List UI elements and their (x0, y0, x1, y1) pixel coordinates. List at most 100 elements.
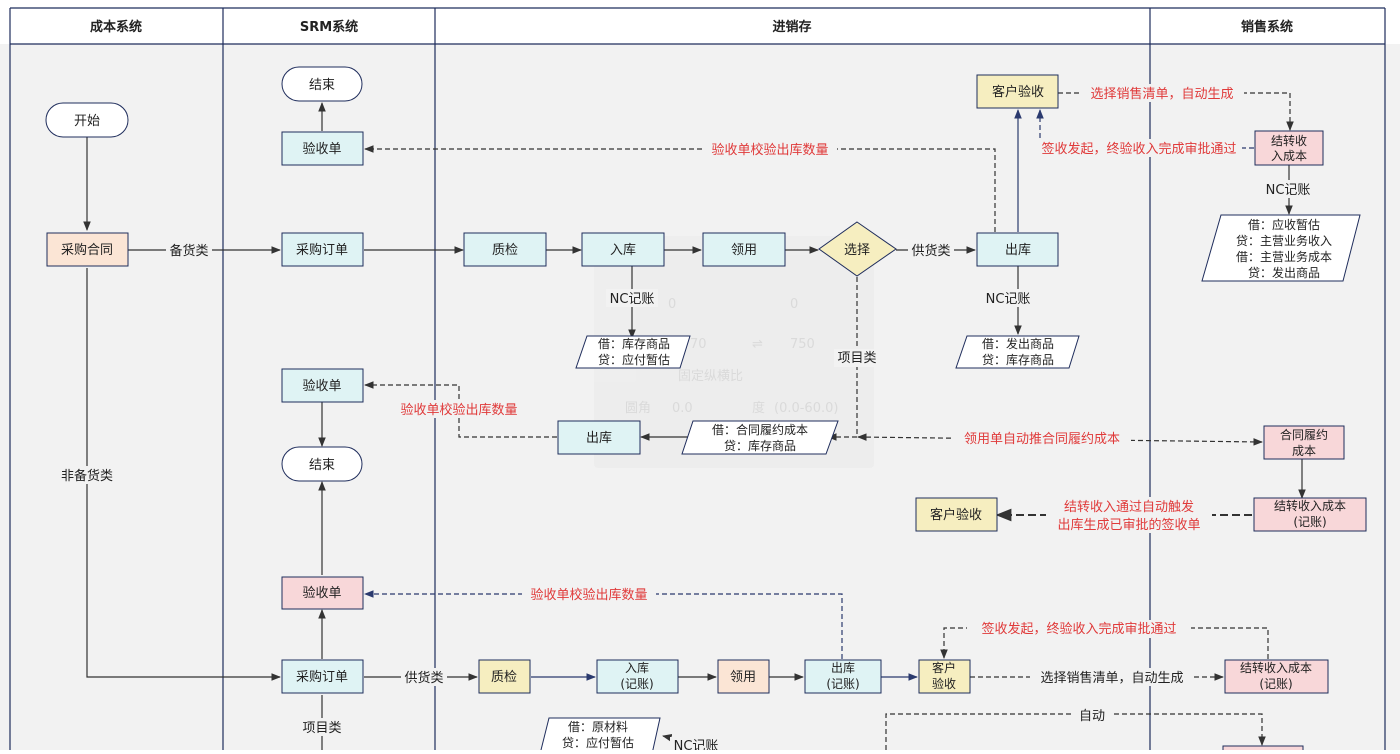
edge-label-auto: 自动 (1079, 709, 1105, 724)
acceptance-node-bottom[interactable] (281, 576, 364, 610)
svg-text:结转收入成本: 结转收入成本 (1240, 660, 1312, 675)
outstock-node-bottom[interactable] (804, 659, 882, 694)
customer-accept-node-mid[interactable] (915, 497, 998, 532)
purchase-contract-node[interactable] (46, 232, 129, 267)
purchase-order-label-bottom: 采购订单 (296, 669, 348, 685)
svg-text:出库: 出库 (831, 660, 855, 675)
customer-accept-node-bottom[interactable] (918, 659, 971, 694)
choose-label: 选择 (844, 243, 870, 258)
edge-label-project-type-top: 项目类 (837, 351, 876, 366)
acceptance-node-mid[interactable] (281, 368, 364, 403)
svg-text:固定纵横比: 固定纵横比 (678, 369, 743, 384)
acceptance-node-top[interactable] (281, 131, 364, 166)
acceptance-label-mid: 验收单 (302, 378, 341, 394)
instock-node-top[interactable] (581, 232, 665, 267)
nc-entry-note-bottom (539, 717, 661, 754)
end-label-top: 结束 (309, 78, 335, 93)
svg-text:度: 度 (752, 400, 765, 416)
svg-text:贷：应付暂估: 贷：应付暂估 (598, 352, 670, 367)
cutoff-node-bottom-right (1222, 745, 1304, 754)
use-label-bottom: 领用 (730, 670, 756, 685)
end-node-top[interactable] (281, 66, 363, 102)
watermark-panel: 0 0 70 ⇌ 750 固定纵横比 圆角 0.0 度 (0.0-60.0) (594, 236, 874, 468)
svg-text:客户: 客户 (932, 660, 956, 675)
svg-text:贷：发出商品: 贷：发出商品 (1248, 265, 1320, 280)
svg-text:借：库存商品: 借：库存商品 (598, 336, 670, 351)
purchase-order-node-top[interactable] (281, 232, 364, 267)
quality-check-node-top[interactable] (463, 232, 547, 267)
svg-text:圆角: 圆角 (625, 401, 651, 416)
svg-text:0: 0 (790, 297, 798, 312)
edge-label-supply-type-bottom: 供货类 (404, 670, 443, 686)
nc-entry-note-sales (1201, 214, 1361, 282)
customer-accept-node-top[interactable] (976, 74, 1059, 109)
edge-label-auto-trigger-2: 出库生成已审批的签收单 (1057, 517, 1200, 533)
quality-check-node-bottom[interactable] (478, 659, 531, 694)
svg-text:(记账): (记账) (1259, 677, 1292, 691)
edge-label-nc-posting-2: NC记账 (986, 292, 1031, 307)
nc-entry-note-project (681, 420, 839, 455)
svg-text:贷：应付暂估: 贷：应付暂估 (562, 735, 634, 750)
edge-label-sign-flow-bottom: 签收发起，终验收入完成审批通过 (981, 621, 1176, 637)
customer-accept-label-top: 客户验收 (992, 84, 1044, 100)
quality-check-label-bottom: 质检 (491, 670, 517, 685)
lane-header-srm: SRM系统 (300, 19, 358, 35)
svg-text:0.0: 0.0 (672, 401, 693, 416)
svg-text:借：发出商品: 借：发出商品 (982, 336, 1054, 351)
svg-text:贷：主营业务收入: 贷：主营业务收入 (1236, 233, 1332, 248)
choose-decision-node[interactable] (818, 221, 897, 277)
acceptance-label-top: 验收单 (302, 141, 341, 157)
lane-header-inventory: 进销存 (772, 19, 811, 35)
svg-text:⇌: ⇌ (752, 337, 763, 352)
use-node-bottom[interactable] (717, 659, 770, 694)
outstock-label-top: 出库 (1005, 242, 1031, 258)
end-node-mid[interactable] (281, 446, 363, 482)
outstock-label-mid: 出库 (586, 430, 612, 446)
start-label: 开始 (74, 114, 100, 129)
edge-label-nc-posting-3: NC记账 (1266, 183, 1311, 198)
svg-text:0: 0 (668, 297, 676, 312)
svg-text:入成本: 入成本 (1271, 149, 1307, 163)
purchase-contract-label: 采购合同 (61, 242, 113, 258)
svg-text:70: 70 (690, 337, 707, 352)
carry-income-cost-posted-node[interactable] (1253, 497, 1367, 532)
outstock-node-mid[interactable] (557, 420, 641, 455)
svg-text:(记账): (记账) (826, 677, 859, 691)
svg-text:借：合同履约成本: 借：合同履约成本 (712, 422, 808, 437)
svg-text:(0.0-60.0): (0.0-60.0) (774, 401, 838, 416)
use-label-top: 领用 (731, 243, 757, 258)
svg-text:借：主营业务成本: 借：主营业务成本 (1236, 249, 1332, 264)
lane-header-sales: 销售系统 (1241, 19, 1293, 35)
start-node[interactable] (45, 102, 129, 138)
lane-header-cost: 成本系统 (90, 19, 142, 35)
edge-label-supply-type-top: 供货类 (911, 243, 950, 259)
quality-check-label-top: 质检 (492, 243, 518, 258)
edge-label-check-qty-1: 验收单校验出库数量 (711, 142, 828, 158)
svg-text:合同履约: 合同履约 (1280, 427, 1328, 442)
svg-text:结转收入成本: 结转收入成本 (1274, 498, 1346, 513)
edge-label-check-qty-2: 验收单校验出库数量 (400, 402, 517, 418)
instock-node-bottom[interactable] (596, 659, 679, 694)
edge-label-stock-type: 备货类 (169, 243, 208, 259)
edge-label-auto-trigger-1: 结转收入通过自动触发 (1064, 499, 1194, 515)
purchase-order-node-bottom[interactable] (281, 659, 364, 694)
carry-income-cost-node-bottom[interactable] (1224, 659, 1329, 694)
svg-text:(记账): (记账) (620, 677, 653, 691)
edge-label-auto-push-cost: 领用单自动推合同履约成本 (964, 432, 1120, 447)
svg-text:借：应收暂估: 借：应收暂估 (1248, 217, 1320, 232)
edge-label-check-qty-3: 验收单校验出库数量 (530, 587, 647, 603)
outstock-node-top[interactable] (976, 232, 1059, 267)
svg-text:验收: 验收 (932, 676, 956, 691)
carry-income-cost-node[interactable] (1254, 130, 1324, 166)
nc-entry-note-top-right (955, 335, 1080, 369)
svg-text:结转收: 结转收 (1271, 133, 1307, 148)
instock-label-top: 入库 (610, 242, 636, 258)
use-node-top[interactable] (702, 232, 786, 267)
acceptance-label-bottom: 验收单 (302, 585, 341, 601)
svg-text:贷：库存商品: 贷：库存商品 (982, 352, 1054, 367)
svg-text:成本: 成本 (1292, 444, 1316, 458)
contract-performance-cost-node[interactable] (1263, 425, 1345, 460)
edge-label-project-type-bottom: 项目类 (302, 721, 341, 736)
